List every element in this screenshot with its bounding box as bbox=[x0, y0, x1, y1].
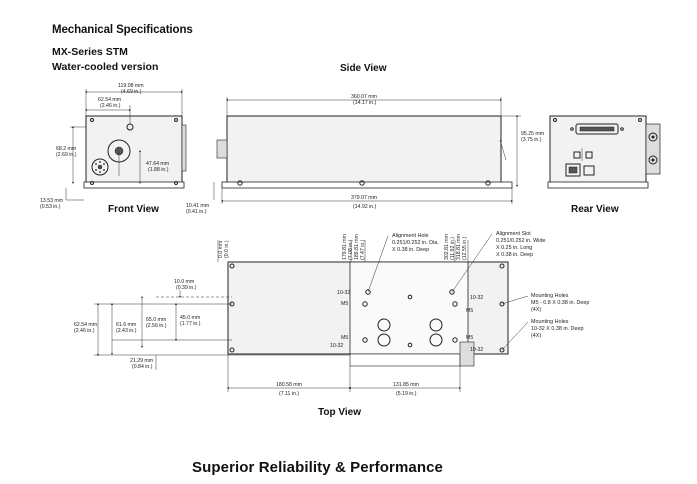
rear-view-drawing bbox=[547, 115, 661, 189]
model-name: MX-Series STM bbox=[52, 46, 128, 58]
rear-view-label: Rear View bbox=[571, 204, 619, 215]
svg-text:Mounting Holes: Mounting Holes bbox=[531, 293, 569, 299]
top-d4-mm: 318.81 mm bbox=[456, 234, 462, 260]
top-off-mm: 10.0 mm bbox=[174, 279, 194, 285]
top-f-mm: 21.29 mm bbox=[130, 358, 153, 364]
top-c-in: (2.56 in.) bbox=[146, 323, 167, 329]
top-zero-in: (0.0 in.) bbox=[224, 240, 230, 258]
svg-text:X 0.38 in. Deep: X 0.38 in. Deep bbox=[496, 252, 533, 258]
svg-text:X 0.25 in. Long: X 0.25 in. Long bbox=[496, 245, 532, 251]
thread-label: 10-32 bbox=[470, 347, 483, 353]
top-c-mm: 65.0 mm bbox=[146, 317, 166, 323]
svg-text:X 0.38 in. Deep: X 0.38 in. Deep bbox=[392, 247, 429, 253]
front-height-mm: 68.2 mm bbox=[56, 146, 76, 152]
alignment-slot-callout: Alignment Slot 0.251/0.252 in. Wide X 0.… bbox=[451, 231, 545, 293]
front-center-mm: 47.64 mm bbox=[146, 161, 169, 167]
side-top-mm: 360.07 mm bbox=[351, 94, 377, 100]
top-d3-in: (11.92 in.) bbox=[450, 237, 456, 260]
top-h-mm: 131.85 mm bbox=[393, 382, 419, 388]
front-view-drawing: 119.08 mm (4.69 in.) 62.54 mm (2.46 in.)… bbox=[40, 83, 187, 210]
top-d4-in: (12.55 in.) bbox=[462, 236, 468, 260]
top-d1-mm: 179.81 mm bbox=[342, 234, 348, 260]
top-off-in: (0.39 in.) bbox=[176, 285, 197, 291]
top-d1-in: (7.08 in.) bbox=[348, 239, 354, 260]
front-width-in: (4.69 in.) bbox=[121, 89, 142, 95]
front-view-label: Front View bbox=[108, 204, 159, 215]
top-stage-area bbox=[349, 261, 469, 355]
thread-label: M5 bbox=[466, 335, 473, 341]
alignment-hole-callout: Alignment Hole 0.251/0.252 in. Dia. X 0.… bbox=[367, 233, 439, 293]
side-base bbox=[221, 181, 513, 189]
side-height-mm: 95.25 mm bbox=[521, 131, 544, 137]
top-d2-in: (7.47 in.) bbox=[360, 239, 366, 260]
front-height-in: (2.69 in.) bbox=[56, 152, 77, 158]
top-e-in: (1.77 in.) bbox=[180, 321, 201, 327]
rear-housing bbox=[549, 115, 647, 187]
front-base-mm: 13.53 mm bbox=[40, 198, 63, 204]
top-b-in: (2.43 in.) bbox=[116, 328, 137, 334]
svg-text:(4X): (4X) bbox=[531, 333, 541, 339]
front-housing bbox=[85, 115, 183, 187]
rear-power-jack bbox=[565, 163, 581, 177]
svg-text:M5 - 0.8 X 0.38 in. Deep: M5 - 0.8 X 0.38 in. Deep bbox=[531, 300, 589, 306]
svg-text:(4X): (4X) bbox=[531, 307, 541, 313]
top-g-in: (7.11 in.) bbox=[279, 391, 299, 397]
mounting-m5-callout: Mounting Holes M5 - 0.8 X 0.38 in. Deep … bbox=[501, 293, 589, 313]
footer-tagline: Superior Reliability & Performance bbox=[192, 459, 443, 476]
rear-water-fittings bbox=[645, 123, 661, 175]
front-width-mm: 119.08 mm bbox=[118, 83, 144, 89]
top-g-mm: 180.58 mm bbox=[276, 382, 302, 388]
top-a-mm: 62.54 mm bbox=[74, 322, 97, 328]
svg-text:Alignment Hole: Alignment Hole bbox=[392, 233, 429, 239]
side-view-drawing: 360.07 mm (14.17 in.) 95.25 mm (3.75 in.… bbox=[186, 94, 544, 215]
svg-text:Alignment Slot: Alignment Slot bbox=[496, 231, 531, 237]
front-center-in: (1.88 in.) bbox=[148, 167, 169, 173]
side-foot-mm: 10.41 mm bbox=[186, 203, 209, 209]
side-housing bbox=[226, 115, 502, 187]
side-top-in: (14.17 in.) bbox=[353, 100, 377, 106]
side-bottom-in: (14.92 in.) bbox=[353, 204, 377, 210]
thread-label: 10-32 bbox=[337, 290, 350, 296]
top-b-mm: 61.6 mm bbox=[116, 322, 136, 328]
svg-text:0.251/0.252 in. Dia.: 0.251/0.252 in. Dia. bbox=[392, 240, 439, 246]
top-a-in: (2.46 in.) bbox=[74, 328, 95, 334]
front-connector bbox=[91, 158, 109, 176]
front-inner-in: (2.46 in.) bbox=[100, 103, 121, 109]
top-view-drawing: 0.0 mm (0.0 in.) 179.81 mm (7.08 in.) 18… bbox=[74, 231, 589, 397]
side-view-label: Side View bbox=[340, 63, 387, 74]
top-e-mm: 45.0 mm bbox=[180, 315, 200, 321]
top-view-label: Top View bbox=[318, 407, 361, 418]
thread-label: M5 bbox=[466, 308, 473, 314]
thread-label: 10-32 bbox=[470, 295, 483, 301]
front-base bbox=[83, 181, 185, 189]
thread-label: 10-32 bbox=[330, 343, 343, 349]
thread-label: M5 bbox=[341, 335, 348, 341]
side-foot-in: (0.41 in.) bbox=[186, 209, 207, 215]
top-d2-mm: 189.81 mm bbox=[354, 234, 360, 260]
mounting-1032-callout: Mounting Holes 10-32 X 0.38 in. Deep (4X… bbox=[501, 319, 583, 351]
rear-db-connector bbox=[575, 123, 619, 135]
front-base-in: (0.53 in.) bbox=[40, 204, 61, 210]
thread-label: M5 bbox=[341, 301, 348, 307]
front-inner-mm: 62.54 mm bbox=[98, 97, 121, 103]
top-zero-mm: 0.0 mm bbox=[218, 241, 224, 258]
top-d3-mm: 302.81 mm bbox=[444, 234, 450, 260]
svg-text:10-32 X 0.38 in. Deep: 10-32 X 0.38 in. Deep bbox=[531, 326, 583, 332]
side-connector bbox=[216, 139, 228, 159]
model-version: Water-cooled version bbox=[52, 61, 159, 73]
top-h-in: (5.19 in.) bbox=[396, 391, 417, 397]
page-title: Mechanical Specifications bbox=[52, 24, 193, 36]
side-bottom-mm: 379.07 mm bbox=[351, 195, 377, 201]
svg-text:0.251/0.252 in. Wide: 0.251/0.252 in. Wide bbox=[496, 238, 545, 244]
top-f-in: (0.84 in.) bbox=[132, 364, 153, 370]
svg-text:Mounting Holes: Mounting Holes bbox=[531, 319, 569, 325]
side-height-in: (3.75 in.) bbox=[521, 137, 542, 143]
